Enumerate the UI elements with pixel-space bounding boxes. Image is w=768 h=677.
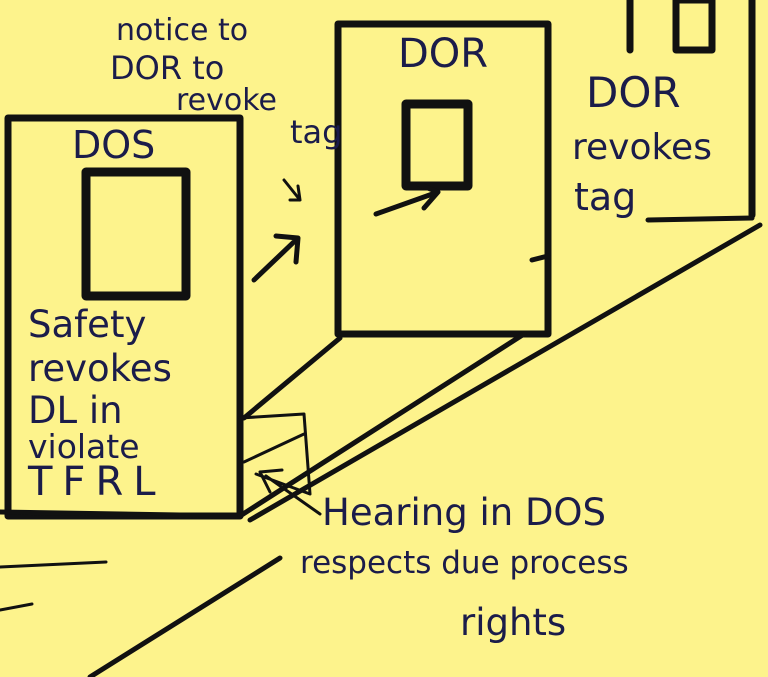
notice-note-line: DOR to	[110, 52, 224, 84]
notice-note-line: tag	[290, 116, 342, 148]
dor-window	[406, 104, 468, 186]
notice-arrow	[254, 236, 298, 280]
dos-label: DOS	[72, 126, 155, 164]
hearing-note-line: Hearing in DOS	[322, 494, 606, 531]
dos-note-line: DL in	[28, 392, 123, 429]
street-line	[90, 558, 280, 677]
street-line	[0, 562, 106, 567]
dos-note-line: Safety	[28, 306, 146, 343]
notice-note-line: notice to	[116, 16, 248, 46]
street-line	[648, 218, 752, 220]
street-line	[250, 225, 760, 520]
dor-revokes-note-line: tag	[574, 178, 636, 216]
dor-revokes-note-line: DOR	[586, 72, 681, 114]
third-window	[676, 0, 712, 50]
hearing-pointer	[240, 414, 320, 514]
street-line	[244, 338, 340, 418]
dos-note-line: revokes	[28, 350, 172, 387]
dor-label: DOR	[398, 34, 488, 74]
hearing-note-line: rights	[460, 604, 566, 641]
dos-note-line: TFRL	[28, 462, 166, 502]
notice-note-line: revoke	[176, 86, 277, 116]
hearing-note-line: respects due process	[300, 548, 629, 579]
street-line	[0, 604, 32, 610]
dos-window	[86, 172, 186, 296]
small-arrow	[284, 180, 300, 200]
dor-revokes-note-line: revokes	[572, 130, 712, 166]
